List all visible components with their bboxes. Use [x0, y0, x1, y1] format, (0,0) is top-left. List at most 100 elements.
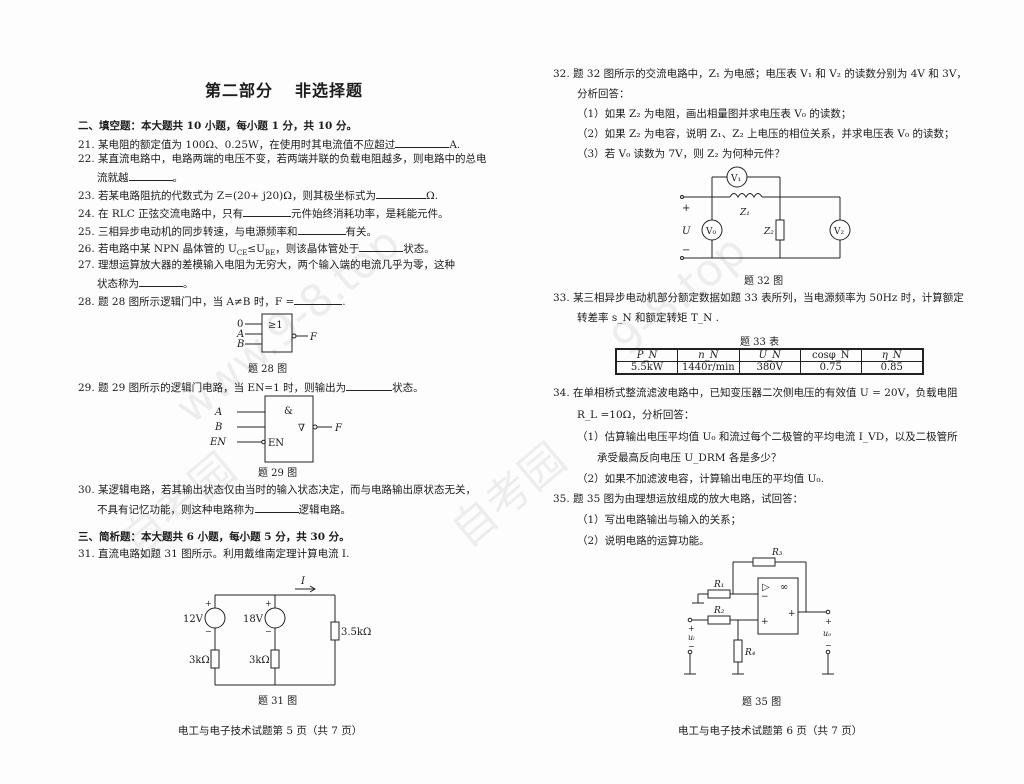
answer-blank[interactable]: [376, 188, 426, 199]
input-label: A: [236, 329, 244, 340]
answer-blank[interactable]: [128, 170, 173, 181]
answer-blank[interactable]: [359, 241, 404, 252]
question-text: 某直流电路中，电路两端的电压不变，若两端并联的负载电阻越多，则电路中的总电: [98, 153, 487, 165]
question-22-cont: 流就越。: [97, 170, 183, 185]
question-text: 若某电路阻抗的代数式为 Z=(20+ j20)Ω，则其极坐标式为: [98, 190, 376, 202]
table-header: η_N: [860, 348, 924, 362]
question-number: 25.: [78, 226, 95, 238]
table-cell: 0.75: [799, 361, 862, 375]
resistor3-label: 3.5kΩ: [341, 627, 371, 638]
table-33-caption: 题 33 表: [740, 337, 780, 348]
question-number: 31.: [78, 548, 95, 560]
impedance-z1-label: Z₁: [739, 208, 750, 218]
question-34-sub1: （1）估算输出电压平均值 U₀ 和流过每个二极管的平均电流 I_VD，以及二极管…: [577, 431, 958, 443]
question-text: 有关。: [345, 226, 378, 238]
gate-symbol: ≥1: [268, 320, 283, 331]
table-header: U_N: [738, 348, 801, 362]
question-27-cont: 状态称为。: [97, 276, 194, 291]
resistor-r1-label: R₁: [713, 580, 724, 590]
plus-sign: +: [682, 203, 690, 214]
question-34: 34. 在单相桥式整流滤波电路中，已知变压器二次侧电压的有效值 U = 20V，…: [553, 387, 958, 400]
resistor-r4-label: R₄: [744, 648, 756, 658]
question-text: 理想运算放大器的差模输入电阻为无穷大，两个输入端的电流几乎为零，这种: [98, 259, 456, 271]
inverting-input-sign: −: [761, 592, 769, 602]
question-33: 33. 某三相异步电动机部分额定数据如题 33 表所列，当电源频率为 50Hz …: [553, 292, 964, 305]
dc-circuit-diagram: I + − 12V + − 18V 3kΩ 3kΩ 3.5kΩ: [183, 576, 371, 686]
question-32-sub3: （3）若 V₀ 读数为 7V，则 Z₂ 为何种元件？: [577, 148, 785, 160]
question-number: 23.: [78, 190, 95, 202]
question-text: 不具有记忆功能，则这种电路称为: [97, 504, 255, 516]
question-number: 32.: [553, 68, 570, 80]
input-label: B: [214, 422, 222, 433]
answer-blank[interactable]: [297, 224, 346, 235]
answer-blank[interactable]: [395, 137, 450, 148]
answer-blank[interactable]: [139, 276, 183, 287]
figure-35-caption: 题 35 图: [742, 697, 782, 708]
impedance-z2-label: Z₂: [763, 227, 774, 237]
section2-header: 二、填空题：本大题共 10 小题，每小题 1 分，共 10 分。: [78, 120, 357, 132]
voltmeter-v2-label: V₂: [833, 227, 844, 237]
output-sign: +: [788, 609, 796, 619]
question-text: 题 35 图为由理想运放组成的放大电路，试回答：: [573, 493, 804, 505]
question-32: 32. 题 32 图所示的交流电路中，Z₁ 为电感；电压表 V₁ 和 V₂ 的读…: [553, 68, 967, 81]
question-number: 29.: [78, 382, 95, 394]
question-number: 22.: [78, 153, 95, 165]
input-label: 0: [237, 319, 243, 330]
minus-sign: −: [825, 641, 832, 650]
table-header: cosφ_N: [799, 348, 862, 362]
question-number: 33.: [553, 292, 570, 304]
minus-sign: −: [205, 627, 212, 636]
table-cell: 1440r/min: [677, 361, 740, 375]
voltmeter-v0-label: V₀: [705, 227, 716, 237]
title-part-2: 非选择题: [295, 81, 364, 100]
minus-sign: −: [688, 642, 695, 651]
question-text: .: [342, 296, 346, 308]
question-text: 在 RLC 正弦交流电路中，只有: [98, 208, 244, 220]
tristate-gate-diagram: & ∇ EN A B EN F: [209, 395, 343, 463]
question-text: 。: [172, 172, 184, 184]
figure-28-caption: 题 28 图: [248, 364, 288, 375]
output-voltage-label: uₒ: [823, 629, 831, 638]
resistor1-label: 3kΩ: [189, 655, 210, 666]
table-cell: 0.85: [860, 361, 924, 375]
title-part-1: 第二部分: [205, 81, 274, 100]
answer-blank[interactable]: [294, 294, 343, 305]
figure-32-caption: 题 32 图: [744, 276, 784, 287]
question-34-sub1-cont: 承受最高反向电压 U_DRM 各是多少？: [597, 452, 782, 464]
question-number: 27.: [78, 259, 95, 271]
answer-blank[interactable]: [254, 502, 299, 513]
question-text: 元件始终消耗功率，是耗能元件。: [291, 208, 449, 220]
current-label: I: [300, 576, 306, 587]
question-text: ，则该晶体管处于: [275, 243, 360, 255]
minus-sign: −: [682, 245, 690, 256]
output-label: F: [309, 332, 318, 343]
voltmeter-v1-label: V₁: [730, 174, 741, 184]
left-page: 第二部分 非选择题 二、填空题：本大题共 10 小题，每小题 1 分，共 10 分…: [78, 81, 487, 737]
answer-blank[interactable]: [243, 206, 292, 217]
question-text: 状态。: [403, 243, 435, 255]
question-text: 若电路中某 NPN 晶体管的 U: [98, 243, 237, 255]
question-number: 26.: [78, 243, 95, 255]
input-label: EN: [209, 437, 227, 448]
resistor-r3-label: R₃: [771, 548, 783, 558]
plus-sign: +: [205, 599, 212, 608]
question-text: 状态。: [392, 382, 424, 394]
table-header-row: P_N n_N U_N cosφ_N η_N: [615, 348, 924, 362]
noninverting-input-sign: +: [761, 617, 769, 627]
question-text: 逻辑电路。: [298, 504, 352, 516]
question-text: ≤U: [247, 243, 265, 255]
ac-circuit-diagram: V₁ V₀ V₂ Z₁ Z₂ + U −: [680, 166, 851, 260]
tristate-symbol: ∇: [298, 423, 305, 434]
answer-blank[interactable]: [346, 380, 393, 391]
opamp-symbol: ▷: [762, 582, 770, 593]
source2-label: 18V: [243, 614, 264, 625]
question-text: A.: [449, 139, 461, 151]
question-text: 。: [183, 278, 194, 290]
table-row: 5.5kW 1440r/min 380V 0.75 0.85: [615, 361, 924, 375]
output-label: F: [334, 423, 343, 434]
question-30: 30. 某逻辑电路，若其输出状态仅由当时的输入状态决定，而与电路输出原状态无关，: [78, 484, 476, 497]
page-footer: 电工与电子技术试题第 6 页（共 7 页）: [678, 725, 863, 737]
question-32-sub2: （2）如果 Z₂ 为电容，说明 Z₁、Z₂ 上电压的相位关系，并求电压表 V₀ …: [577, 128, 955, 140]
